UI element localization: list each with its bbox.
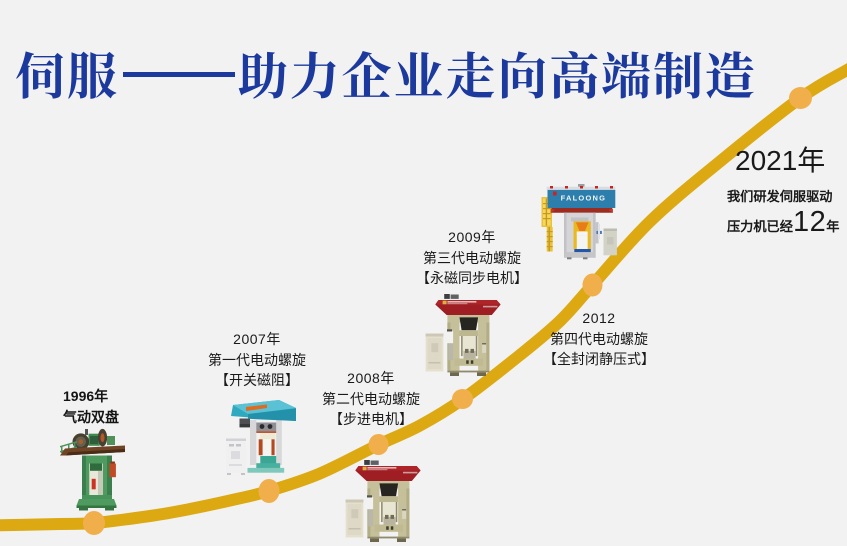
svg-text:FALOONG: FALOONG	[561, 194, 606, 203]
